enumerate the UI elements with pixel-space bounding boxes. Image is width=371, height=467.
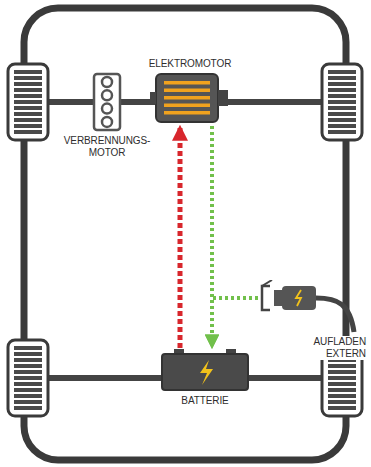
car-body xyxy=(24,8,346,460)
part-label: ELEKTROMOTOR xyxy=(140,58,240,70)
battery: BATTERIE xyxy=(155,348,255,407)
part-label: VERBRENNUNGS- MOTOR xyxy=(58,135,156,159)
energy-flow-arrow xyxy=(178,128,183,348)
battery-icon xyxy=(160,348,250,392)
external-charging: AUFLADEN EXTERN xyxy=(258,280,366,360)
energy-flow-arrow xyxy=(212,298,258,346)
part-label: AUFLADEN EXTERN xyxy=(306,336,366,360)
external-charging-icon xyxy=(258,280,366,334)
electric-motor-icon xyxy=(150,70,230,126)
combustion-engine: VERBRENNUNGS- MOTOR xyxy=(58,72,156,159)
electric-motor: ELEKTROMOTOR xyxy=(140,58,240,126)
drive-shaft xyxy=(122,99,150,105)
part-label: BATTERIE xyxy=(155,395,255,407)
combustion-engine-icon xyxy=(92,72,122,132)
wheels xyxy=(8,64,362,416)
